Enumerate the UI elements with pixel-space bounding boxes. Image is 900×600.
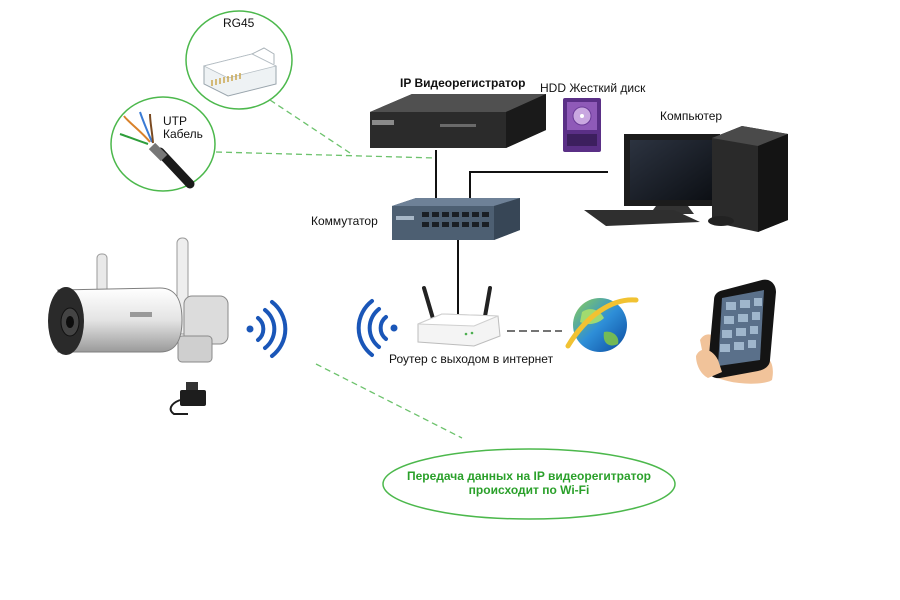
nvr-label: IP Видеорегистратор [400, 76, 526, 90]
computer-icon [584, 126, 788, 232]
wifi-callout-ellipse [382, 448, 676, 520]
internet-globe-icon [565, 297, 639, 352]
utp-cable-icon [119, 111, 195, 189]
rg45-pointer-line [269, 99, 351, 154]
wifi-pointer-line [315, 363, 463, 439]
callout-line-1: Передача данных на IP видеорегитратор [406, 469, 652, 483]
hdd-label: HDD Жесткий диск [540, 81, 646, 95]
nvr-device-icon [370, 94, 546, 148]
router-label: Роутер с выходом в интернет [389, 352, 554, 366]
rg45-label: RG45 [223, 16, 255, 30]
wifi-signal-icon [246, 300, 288, 358]
computer-label: Компьютер [660, 109, 723, 123]
wifi-router-icon [417, 286, 501, 347]
wifi-signal-icon [356, 299, 398, 357]
switch-computer-cable [469, 171, 608, 200]
wifi-callout-text: Передача данных на IP видеорегитратор пр… [383, 469, 675, 497]
ip-camera-icon [48, 237, 229, 363]
hdd-icon [563, 98, 601, 152]
utp-label-line2: Кабель [163, 127, 203, 141]
smartphone-icon [696, 279, 776, 384]
utp-pointer-line [215, 151, 437, 159]
power-adapter-icon [169, 382, 206, 415]
utp-callout-circle [110, 96, 216, 192]
callout-line-2: происходит по Wi-Fi [468, 483, 590, 497]
switch-label: Коммутатор [311, 214, 378, 228]
rg45-callout-circle [185, 10, 293, 110]
rj45-connector-icon [202, 47, 278, 97]
utp-label-line1: UTP [163, 114, 187, 128]
network-switch-icon [392, 198, 520, 240]
